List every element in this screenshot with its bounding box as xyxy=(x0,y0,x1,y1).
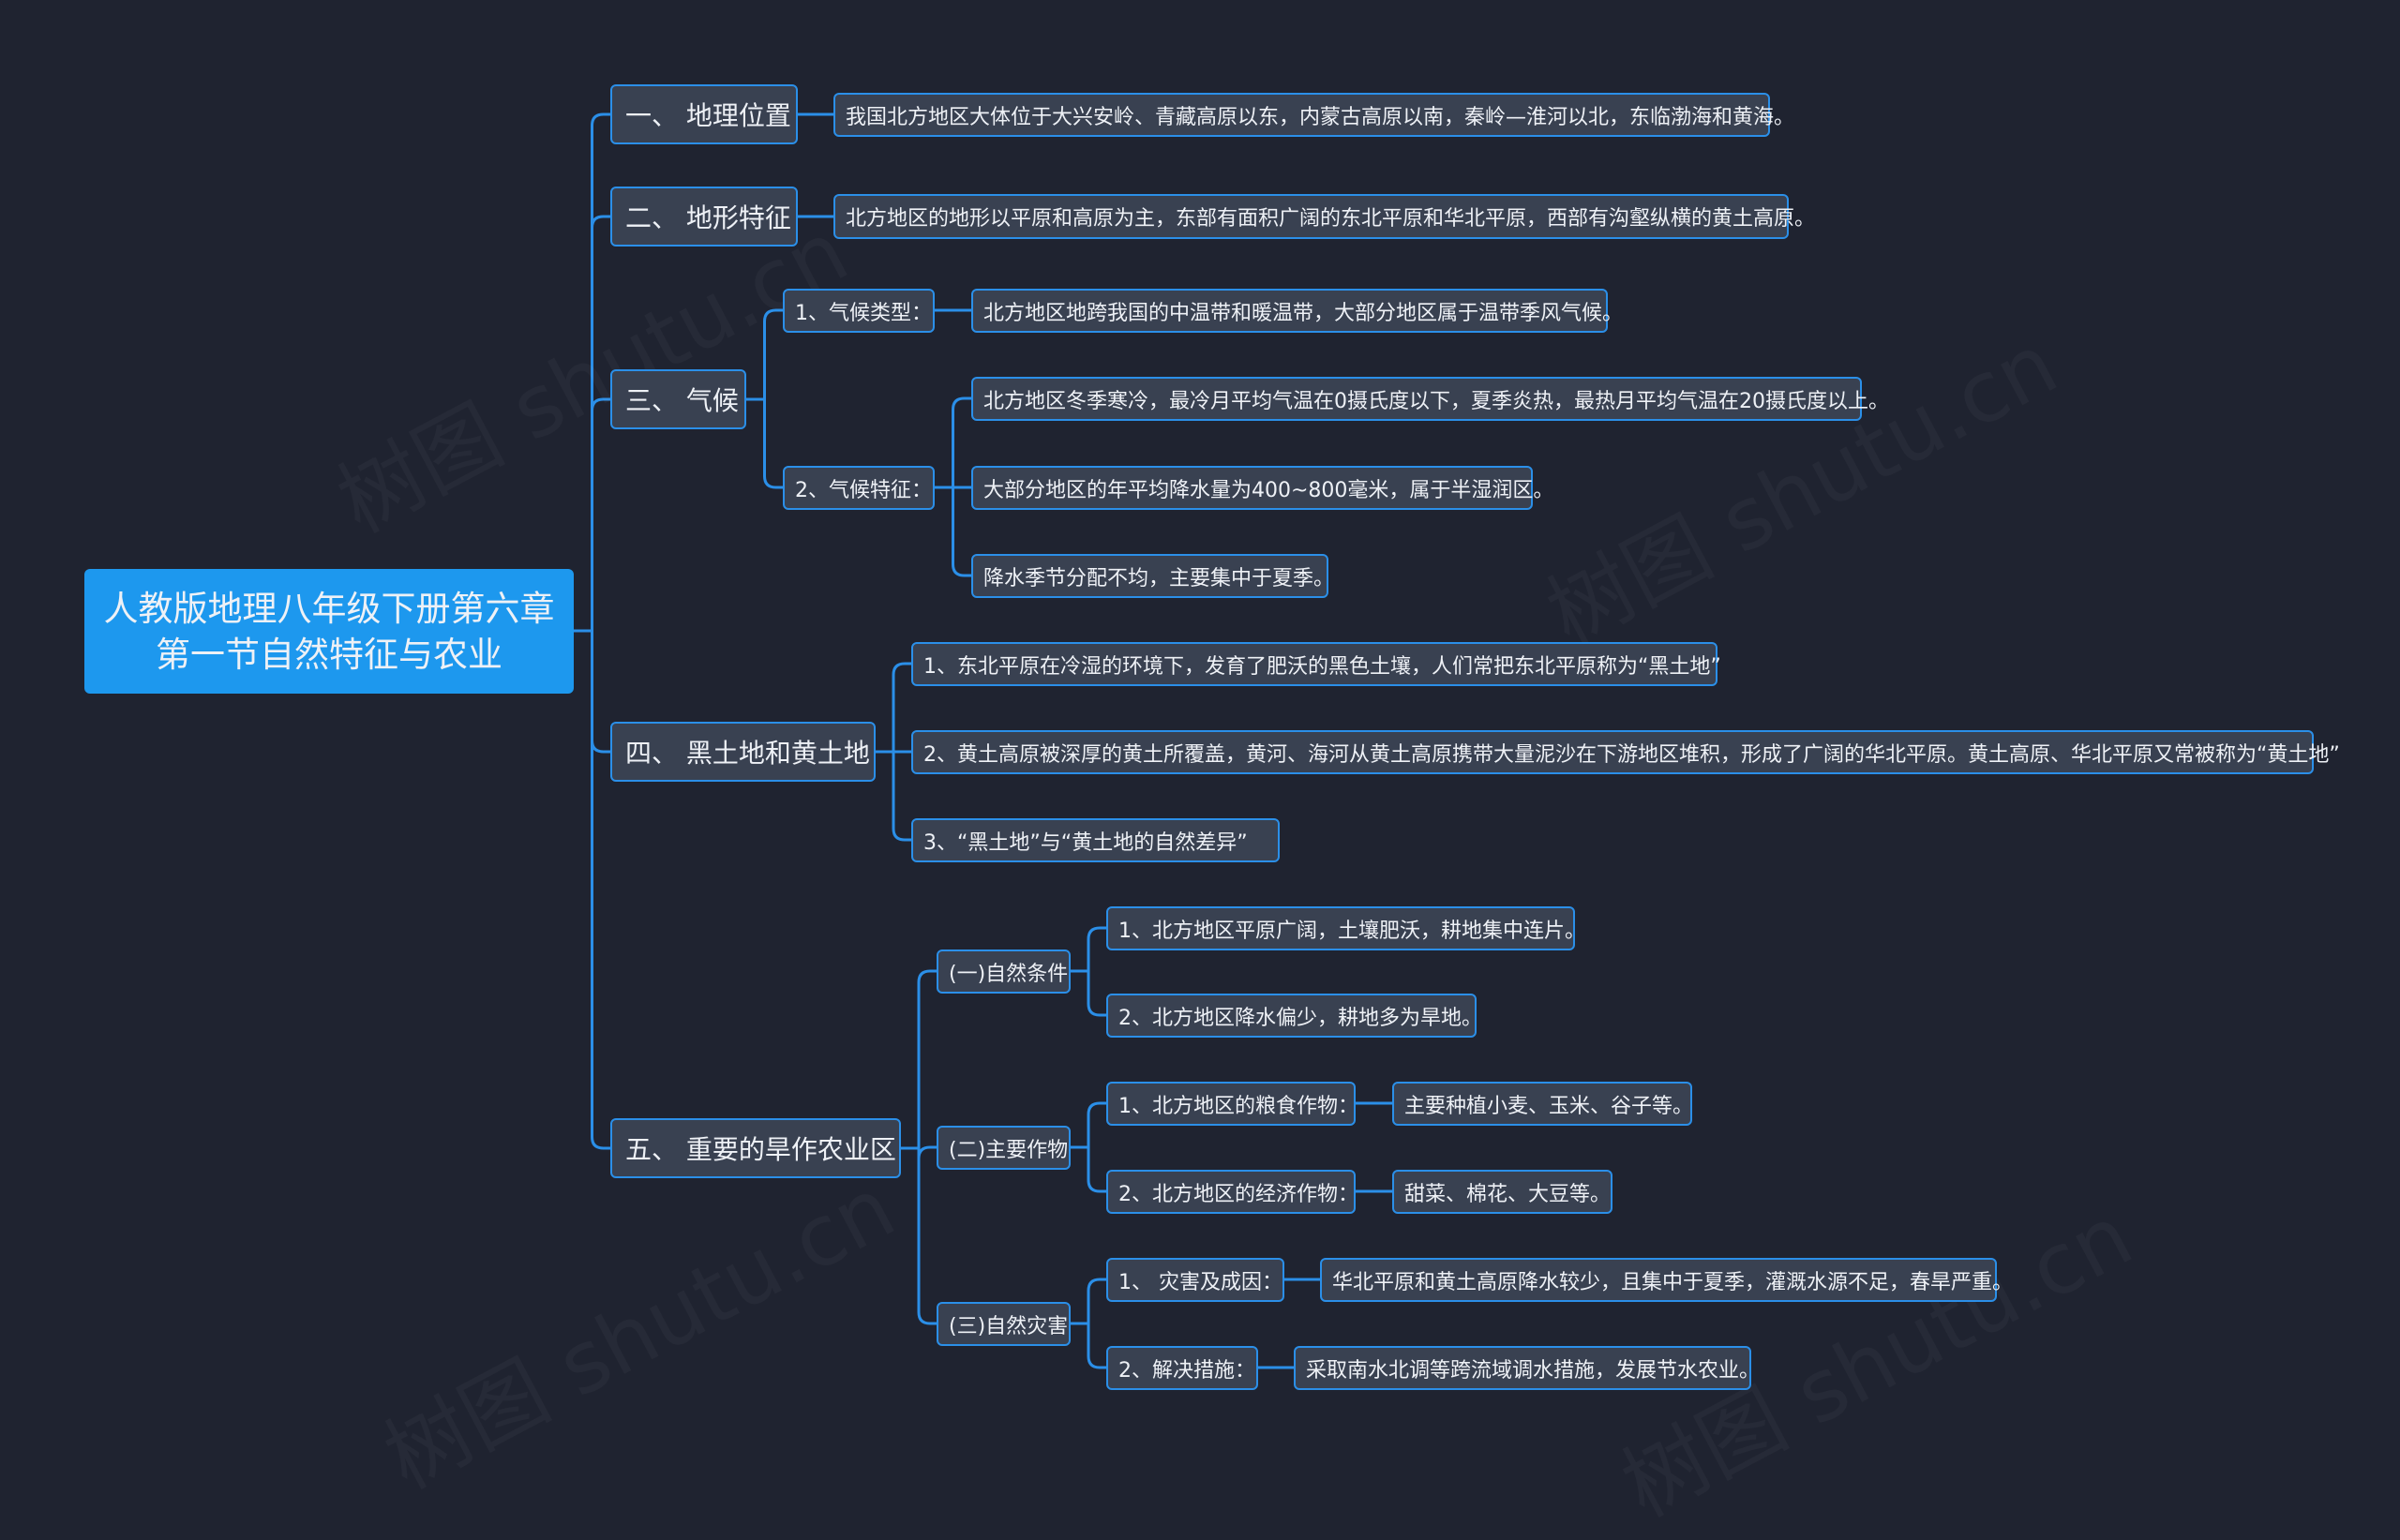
mindmap-canvas: 树图 shutu.cn 树图 shutu.cn 树图 shutu.cn 树图 s… xyxy=(84,84,2340,1390)
branch-soil[interactable]: 四、 黑土地和黄土地 xyxy=(610,722,876,782)
branch-location[interactable]: 一、 地理位置 xyxy=(610,84,798,144)
branch-agriculture[interactable]: 五、 重要的旱作农业区 xyxy=(610,1118,901,1178)
location-desc[interactable]: 我国北方地区大体位于大兴安岭、青藏高原以东，内蒙古高原以南，秦岭—淮河以北，东临… xyxy=(833,93,1794,137)
connector xyxy=(1071,1278,1106,1369)
connector xyxy=(746,308,783,489)
connector xyxy=(901,969,937,1325)
cash-crops-label[interactable]: 2、北方地区的经济作物： xyxy=(1106,1170,1358,1214)
connector xyxy=(1071,926,1106,1017)
terrain-desc[interactable]: 北方地区的地形以平原和高原为主，东部有面积广阔的东北平原和华北平原，西部有沟壑纵… xyxy=(833,194,1815,239)
climate-feature-item[interactable]: 大部分地区的年平均降水量为400~800毫米，属于半湿润区。 xyxy=(971,466,1553,510)
grain-crops-desc[interactable]: 主要种植小麦、玉米、谷子等。 xyxy=(1392,1082,1693,1126)
root-title-line1: 人教版地理八年级下册第六章 xyxy=(103,588,555,629)
soil-item[interactable]: 3、“黑土地”与“黄土地的自然差异” xyxy=(911,818,1280,862)
climate-feature-label[interactable]: 2、气候特征： xyxy=(783,466,935,510)
climate-type-label[interactable]: 1、气候类型： xyxy=(783,289,935,333)
natural-condition-item[interactable]: 1、北方地区平原广阔，土壤肥沃，耕地集中连片。 xyxy=(1106,906,1585,950)
branch-terrain[interactable]: 二、 地形特征 xyxy=(610,187,798,247)
natural-conditions-label[interactable]: (一)自然条件 xyxy=(937,949,1071,994)
natural-condition-item[interactable]: 2、北方地区降水偏少，耕地多为旱地。 xyxy=(1106,994,1482,1038)
connector xyxy=(574,112,610,1150)
disaster-cause-desc[interactable]: 华北平原和黄土高原降水较少，且集中于夏季，灌溉水源不足，春旱严重。 xyxy=(1320,1258,2013,1302)
climate-type-desc[interactable]: 北方地区地跨我国的中温带和暖温带，大部分地区属于温带季风气候。 xyxy=(971,289,1623,333)
disaster-measure-desc[interactable]: 采取南水北调等跨流域调水措施，发展节水农业。 xyxy=(1294,1346,1760,1390)
soil-item[interactable]: 1、东北平原在冷湿的环境下，发育了肥沃的黑色土壤，人们常把东北平原称为“黑土地” xyxy=(911,642,1721,686)
grain-crops-label[interactable]: 1、北方地区的粮食作物： xyxy=(1106,1082,1358,1126)
natural-disasters-label[interactable]: (三)自然灾害 xyxy=(937,1302,1071,1346)
root-title-line2: 第一节自然特征与农业 xyxy=(156,634,502,675)
disaster-measure-label[interactable]: 2、解决措施： xyxy=(1106,1346,1258,1390)
connector-lines xyxy=(574,112,1392,1369)
connector xyxy=(1071,1101,1106,1193)
root-topic[interactable]: 人教版地理八年级下册第六章 第一节自然特征与农业 xyxy=(84,569,574,694)
climate-feature-item[interactable]: 北方地区冬季寒冷，最冷月平均气温在0摄氏度以下，夏季炎热，最热月平均气温在20摄… xyxy=(971,377,1889,421)
cash-crops-desc[interactable]: 甜菜、棉花、大豆等。 xyxy=(1392,1170,1612,1214)
connector xyxy=(935,396,971,577)
disaster-cause-label[interactable]: 1、 灾害及成因： xyxy=(1106,1258,1284,1302)
connector xyxy=(876,662,911,842)
climate-feature-item[interactable]: 降水季节分配不均，主要集中于夏季。 xyxy=(971,554,1334,598)
main-crops-label[interactable]: (二)主要作物 xyxy=(937,1126,1071,1170)
soil-item[interactable]: 2、黄土高原被深厚的黄土所覆盖，黄河、海河从黄土高原携带大量泥沙在下游地区堆积，… xyxy=(911,730,2340,774)
branch-climate[interactable]: 三、 气候 xyxy=(610,369,746,429)
